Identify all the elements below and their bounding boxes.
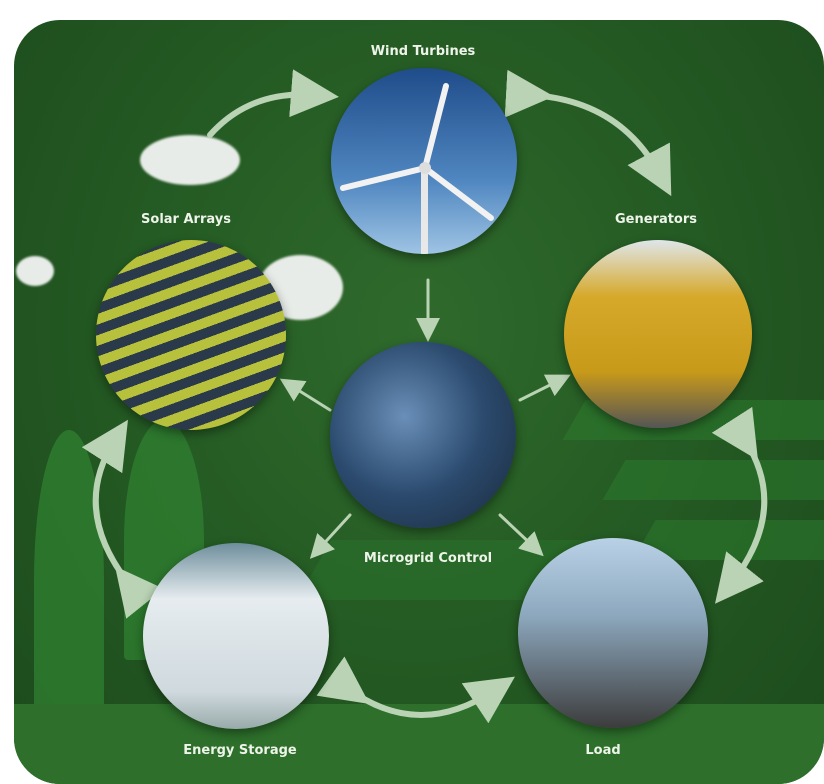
generators-node [564,240,752,428]
load-node [518,538,708,728]
wind-turbine-icon [340,83,494,254]
wind-turbines-label: Wind Turbines [370,44,476,59]
arrow-control-solar [279,378,332,412]
arrow-storage-solar [81,419,164,619]
energy-storage-node [143,543,329,729]
microgrid-control-node [330,342,516,528]
microgrid-control-label: Microgrid Control [363,551,493,566]
arrow-control-storage [309,513,352,559]
energy-storage-label: Energy Storage [183,743,297,758]
arrow-wind-generators [504,69,672,197]
arrow-control-load [498,513,544,557]
arrow-generators-load [711,406,768,604]
cloud-icon [140,135,240,185]
load-label: Load [585,743,621,758]
solar-arrays-label: Solar Arrays [141,212,231,227]
wind-turbines-node [331,68,517,254]
arrow-solar-wind [207,69,339,138]
solar-arrays-node [96,240,286,430]
arrow-control-generators [518,374,571,402]
arrow-load-storage [316,656,515,724]
cloud-icon [16,256,54,286]
generators-label: Generators [614,212,698,227]
